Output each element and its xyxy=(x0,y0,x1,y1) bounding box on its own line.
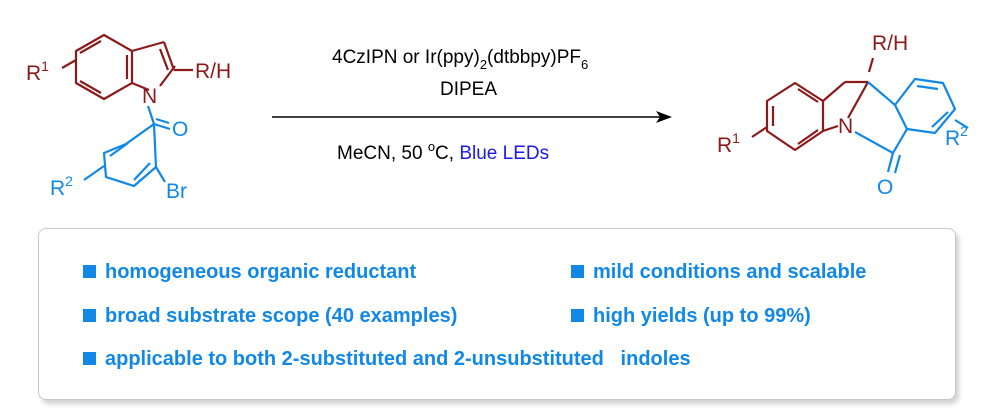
reactant-aroyl-group xyxy=(83,105,171,188)
feature-item: mild conditions and scalable xyxy=(571,261,866,284)
reaction-scheme: R1 R/H N O R2 Br 4CzIPN or Ir(ppy)2(dtbb… xyxy=(26,32,969,203)
feature-text: high yields (up to 99%) xyxy=(593,305,811,327)
reactant-oxygen-label: O xyxy=(172,118,188,141)
feature-text: broad substrate scope (40 examples) xyxy=(105,305,458,327)
base-label: DIPEA xyxy=(440,79,497,100)
square-bullet-icon xyxy=(83,309,96,322)
reactant-c2-label: R/H xyxy=(195,60,231,83)
feature-text: mild conditions and scalable xyxy=(593,261,867,283)
reaction-arrow-head xyxy=(656,111,672,123)
reactant-indole-core xyxy=(61,33,193,101)
feature-text: homogeneous organic reductant xyxy=(105,261,417,283)
reactant-nitrogen-label: N xyxy=(142,85,157,108)
feature-item: homogeneous organic reductant xyxy=(83,261,416,284)
feature-item: applicable to both 2-substituted and 2-u… xyxy=(83,348,691,371)
reactant-bromo-label: Br xyxy=(166,180,187,203)
square-bullet-icon xyxy=(83,352,96,365)
catalyst-label: 4CzIPN or Ir(ppy)2(dtbbpy)PF6 xyxy=(332,47,588,72)
product-oxygen-label: O xyxy=(877,176,893,199)
product-indoline-core xyxy=(751,57,875,152)
feature-text: applicable to both 2-substituted and 2-u… xyxy=(105,348,691,370)
product-isoindolinone-group xyxy=(854,77,969,174)
feature-item: broad substrate scope (40 examples) xyxy=(83,305,457,328)
feature-item: high yields (up to 99%) xyxy=(571,305,811,328)
product-quaternary-label: R/H xyxy=(872,32,908,55)
square-bullet-icon xyxy=(83,265,96,278)
product-nitrogen-label: N xyxy=(838,115,853,138)
square-bullet-icon xyxy=(571,309,584,322)
reactant-r1-label: R1 xyxy=(26,58,49,85)
product-r1-label: R1 xyxy=(717,130,740,157)
product-r2-label: R2 xyxy=(945,123,968,150)
features-panel: homogeneous organic reductant mild condi… xyxy=(38,228,956,400)
solvent-temperature-label: MeCN, 50 oC, Blue LEDs xyxy=(337,139,549,164)
reactant-r2-label: R2 xyxy=(50,173,73,200)
square-bullet-icon xyxy=(571,265,584,278)
